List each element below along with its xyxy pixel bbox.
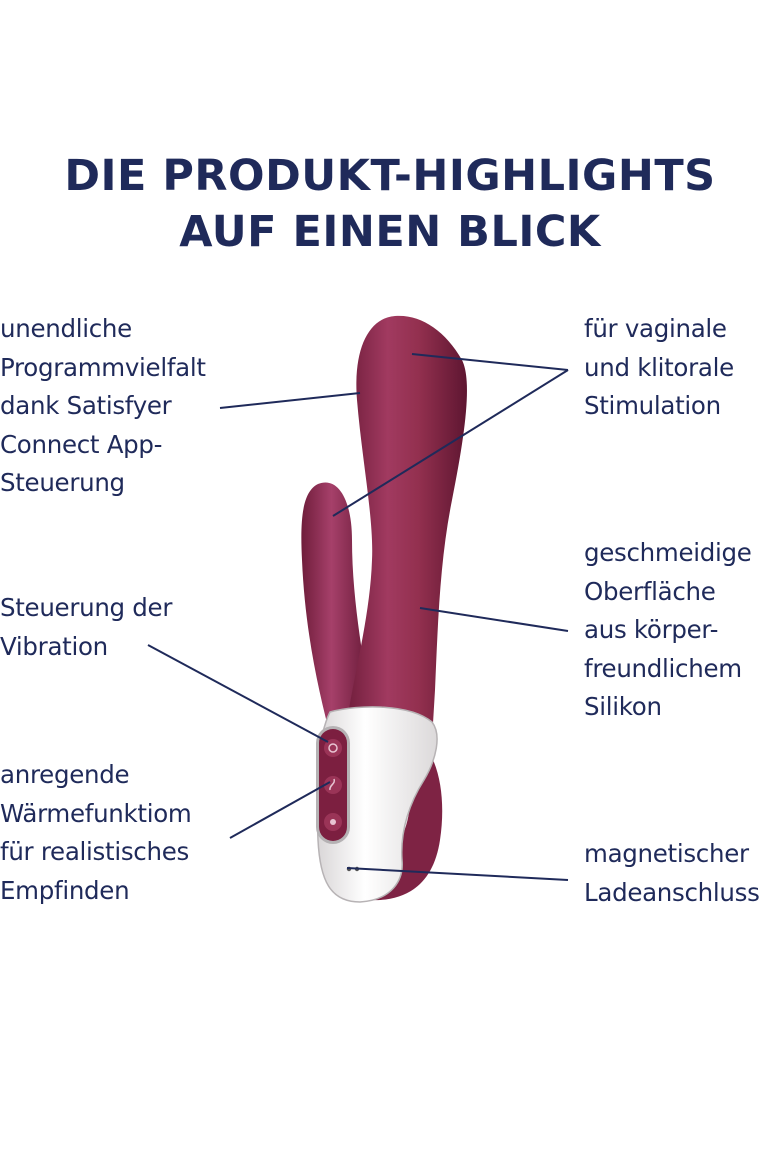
clitoral-arm [301, 482, 368, 742]
title-line-2: AUF EINEN BLICK [179, 207, 601, 257]
feature-vibration-control: Steuerung der Vibration [0, 593, 173, 661]
feature-app-control: unendliche Programmvielfalt dank Satisfy… [0, 314, 206, 497]
main-shaft [345, 315, 467, 740]
heat-button-icon [324, 776, 342, 794]
feature-magnetic-charging: magnetischer Ladeanschluss [584, 839, 760, 907]
title-line-1: DIE PRODUKT-HIGHLIGHTS [64, 151, 716, 201]
feature-stimulation: für vaginale und klitorale Stimulation [584, 314, 734, 420]
feature-heat-function: anregende Wärmefunktiom für realistische… [0, 760, 192, 905]
page-title: DIE PRODUKT-HIGHLIGHTS AUF EINEN BLICK [0, 148, 780, 260]
leader-lines [147, 353, 569, 881]
feature-silicone-surface: geschmeidige Oberfläche aus körper- freu… [584, 538, 752, 721]
power-button-icon [324, 739, 342, 757]
